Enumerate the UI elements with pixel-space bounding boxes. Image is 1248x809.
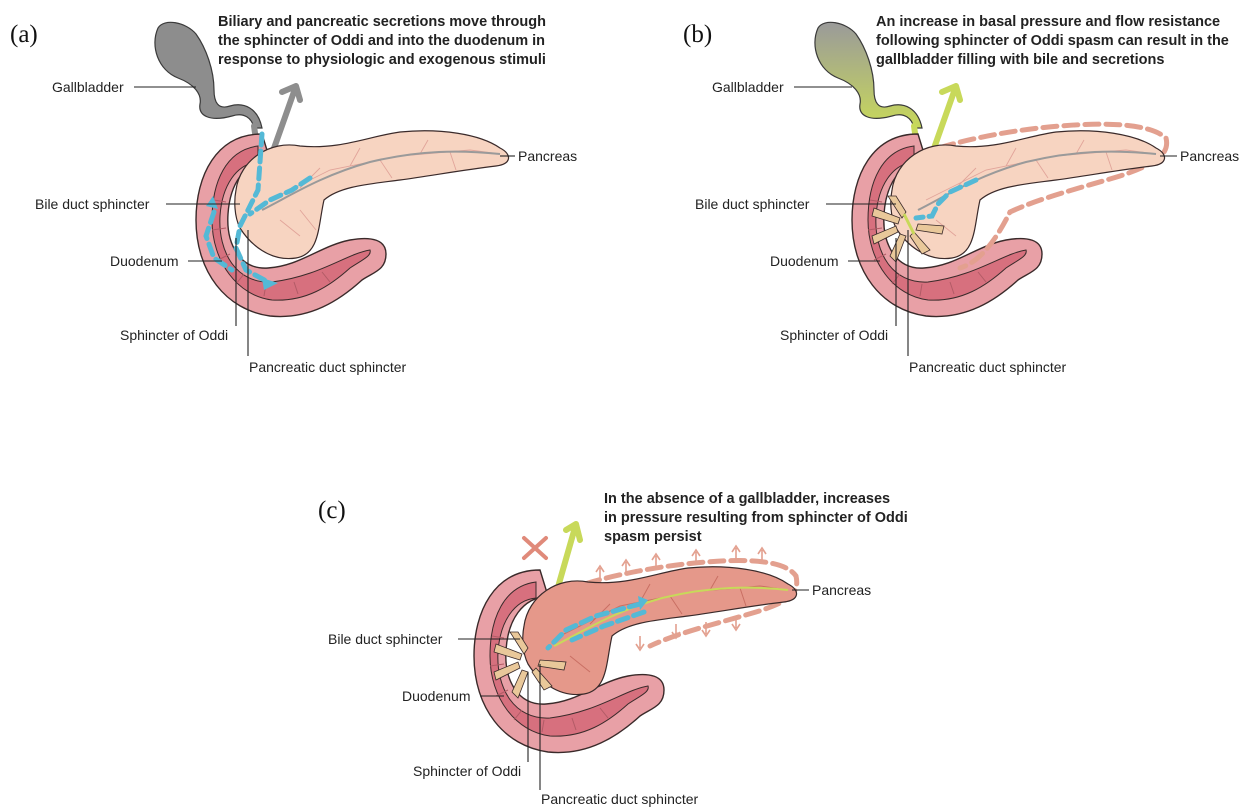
label-gallbladder: Gallbladder bbox=[712, 79, 784, 95]
label-sphincter-of-oddi: Sphincter of Oddi bbox=[120, 327, 228, 343]
label-pancreas: Pancreas bbox=[812, 582, 871, 598]
label-bile-duct-sphincter: Bile duct sphincter bbox=[35, 196, 150, 212]
label-bile-duct-sphincter: Bile duct sphincter bbox=[328, 631, 443, 647]
panel-letter: (a) bbox=[10, 21, 38, 48]
label-pancreatic-duct-sphincter: Pancreatic duct sphincter bbox=[249, 359, 407, 375]
panel-letter: (c) bbox=[318, 497, 346, 524]
panel-c: (c) In the absence of a gallbladder, inc… bbox=[318, 491, 908, 807]
caption-line: spasm persist bbox=[604, 529, 702, 545]
caption-line: following sphincter of Oddi spasm can re… bbox=[876, 33, 1229, 49]
panel-letter: (b) bbox=[683, 21, 712, 48]
panel-a: (a) Biliary and pancreatic secretions mo… bbox=[10, 14, 577, 375]
label-gallbladder: Gallbladder bbox=[52, 79, 124, 95]
caption-line: Biliary and pancreatic secretions move t… bbox=[218, 14, 546, 30]
caption-line: in pressure resulting from sphincter of … bbox=[604, 510, 908, 526]
absent-gallbladder-mark bbox=[524, 538, 546, 558]
label-duodenum: Duodenum bbox=[110, 253, 179, 269]
label-pancreatic-duct-sphincter: Pancreatic duct sphincter bbox=[541, 791, 699, 807]
caption-line: the sphincter of Oddi and into the duode… bbox=[218, 33, 545, 49]
label-pancreas: Pancreas bbox=[518, 148, 577, 164]
label-pancreas: Pancreas bbox=[1180, 148, 1239, 164]
caption-line: An increase in basal pressure and flow r… bbox=[876, 14, 1220, 30]
label-pancreatic-duct-sphincter: Pancreatic duct sphincter bbox=[909, 359, 1067, 375]
caption-line: gallbladder filling with bile and secret… bbox=[876, 52, 1164, 68]
caption-line: In the absence of a gallbladder, increas… bbox=[604, 491, 890, 507]
caption-line: response to physiologic and exogenous st… bbox=[218, 52, 546, 68]
label-bile-duct-sphincter: Bile duct sphincter bbox=[695, 196, 810, 212]
label-duodenum: Duodenum bbox=[770, 253, 839, 269]
label-duodenum: Duodenum bbox=[402, 688, 471, 704]
label-sphincter-of-oddi: Sphincter of Oddi bbox=[780, 327, 888, 343]
label-sphincter-of-oddi: Sphincter of Oddi bbox=[413, 763, 521, 779]
panel-b: (b) An increase in basal pressure and fl… bbox=[683, 14, 1239, 375]
